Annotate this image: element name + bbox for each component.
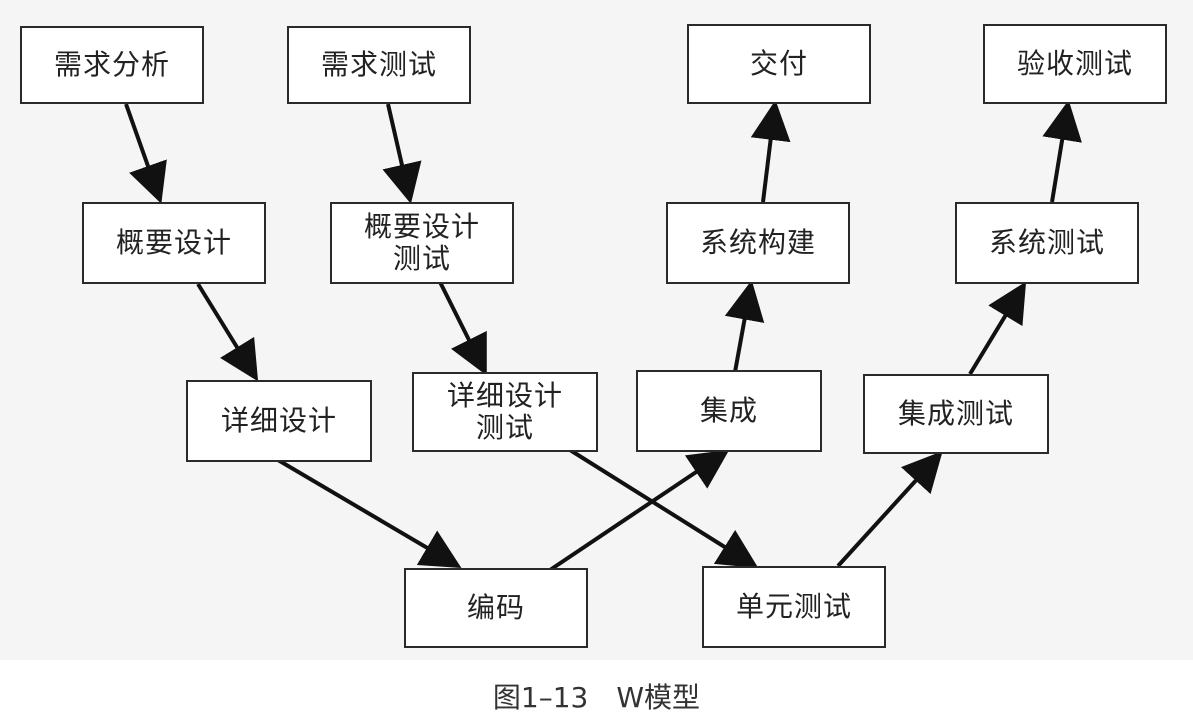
box-delivery-label: 交付 [749, 46, 808, 80]
box-detailed-design-label: 详细设计 [220, 403, 337, 437]
box-unit-test-label: 单元测试 [735, 589, 852, 623]
arrow-requirements-analysis-to-high-level-design [124, 103, 167, 204]
box-system-test-label: 系统测试 [988, 225, 1105, 259]
box-coding-label: 编码 [466, 590, 525, 624]
arrow-unit-test-to-integration-test [836, 451, 943, 568]
box-detailed-design: 详细设计 [186, 380, 372, 462]
box-integration-label: 集成 [699, 393, 758, 427]
box-acceptance-test-label: 验收测试 [1016, 46, 1133, 80]
box-detailed-design-test: 详细设计 测试 [412, 372, 598, 452]
box-requirements-test: 需求测试 [287, 26, 471, 104]
arrow-high-level-design-to-detailed-design [196, 282, 259, 382]
box-acceptance-test: 验收测试 [983, 24, 1167, 104]
figure-caption: 图1–13 W模型 [492, 681, 701, 714]
box-integration-test-label: 集成测试 [897, 396, 1014, 430]
box-requirements-test-label: 需求测试 [320, 47, 437, 81]
arrow-integration-to-system-build [724, 280, 765, 373]
box-detailed-design-test-label: 详细设计 测试 [446, 378, 563, 444]
diagram-frame [0, 0, 1193, 660]
box-coding: 编码 [404, 568, 588, 648]
arrow-system-test-to-acceptance-test [1042, 100, 1082, 203]
box-integration: 集成 [636, 370, 822, 452]
box-requirements-analysis-label: 需求分析 [53, 47, 170, 81]
arrow-detailed-design-test-to-unit-test [568, 448, 759, 569]
arrow-coding-to-integration [548, 449, 730, 572]
box-unit-test: 单元测试 [702, 566, 886, 648]
box-high-level-design-label: 概要设计 [115, 225, 232, 259]
arrow-requirements-test-to-high-level-design-test [382, 103, 422, 204]
box-high-level-design-test-label: 概要设计 测试 [363, 209, 480, 275]
box-delivery: 交付 [687, 24, 871, 104]
box-high-level-design-test: 概要设计 测试 [330, 202, 514, 284]
box-system-build: 系统构建 [666, 202, 850, 284]
arrow-system-build-to-delivery [750, 100, 791, 203]
arrow-high-level-design-test-to-detailed-design-test [438, 281, 487, 376]
box-system-test: 系统测试 [955, 202, 1139, 284]
arrow-detailed-design-to-coding [276, 458, 462, 569]
box-system-build-label: 系统构建 [699, 225, 816, 259]
box-requirements-analysis: 需求分析 [20, 26, 204, 104]
box-integration-test: 集成测试 [863, 374, 1049, 454]
arrow-integration-test-to-system-test [968, 281, 1027, 376]
box-high-level-design: 概要设计 [82, 202, 266, 284]
